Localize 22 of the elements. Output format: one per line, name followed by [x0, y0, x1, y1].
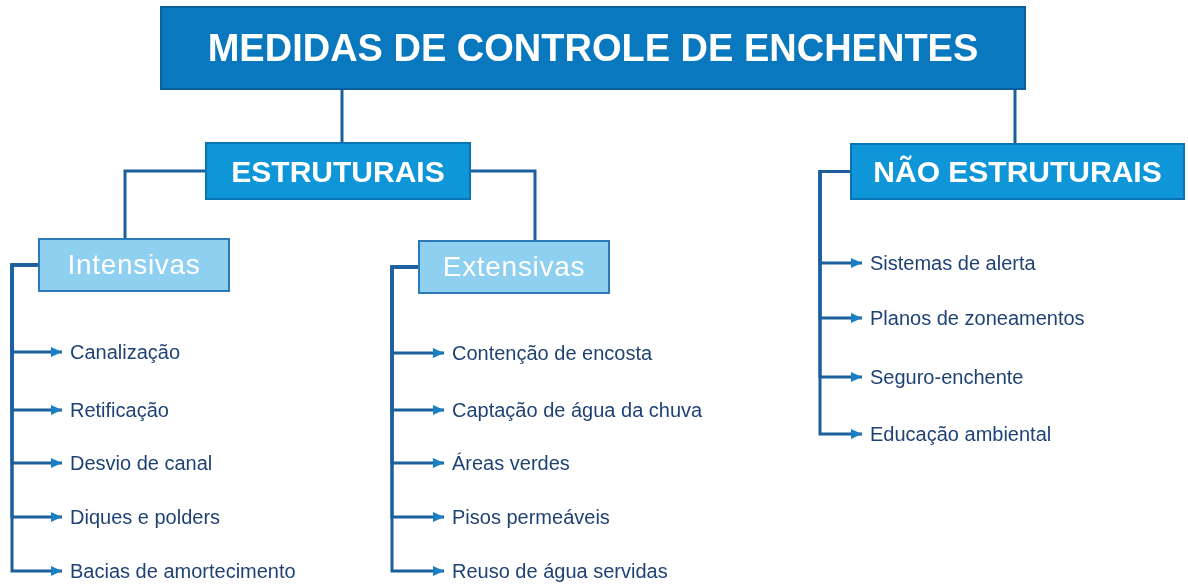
list-item: Contenção de encosta: [444, 340, 744, 366]
list-item: Desvio de canal: [62, 450, 262, 476]
list-item: Captação de água da chuva: [444, 397, 744, 423]
title-box: MEDIDAS DE CONTROLE DE ENCHENTES: [160, 6, 1026, 90]
subcategory-box: Extensivas: [418, 240, 610, 294]
list-item: Retificação: [62, 397, 262, 423]
list-item: Canalização: [62, 339, 262, 365]
category-box: NÃO ESTRUTURAIS: [850, 143, 1185, 200]
connector-arrow: [818, 170, 862, 439]
list-item: Educação ambiental: [862, 421, 1162, 447]
connector-arrow: [390, 265, 444, 576]
list-item: Áreas verdes: [444, 450, 744, 476]
list-item: Seguro-enchente: [862, 364, 1162, 390]
list-item: Sistemas de alerta: [862, 250, 1162, 276]
list-item: Reuso de água servidas: [444, 558, 744, 584]
subcategory-box: Intensivas: [38, 238, 230, 292]
list-item: Diques e polders: [62, 504, 262, 530]
list-item: Pisos permeáveis: [444, 504, 744, 530]
list-item: Planos de zoneamentos: [862, 305, 1162, 331]
list-item: Bacias de amortecimento: [62, 558, 322, 584]
category-box: ESTRUTURAIS: [205, 142, 471, 200]
connector-arrow: [10, 263, 62, 576]
